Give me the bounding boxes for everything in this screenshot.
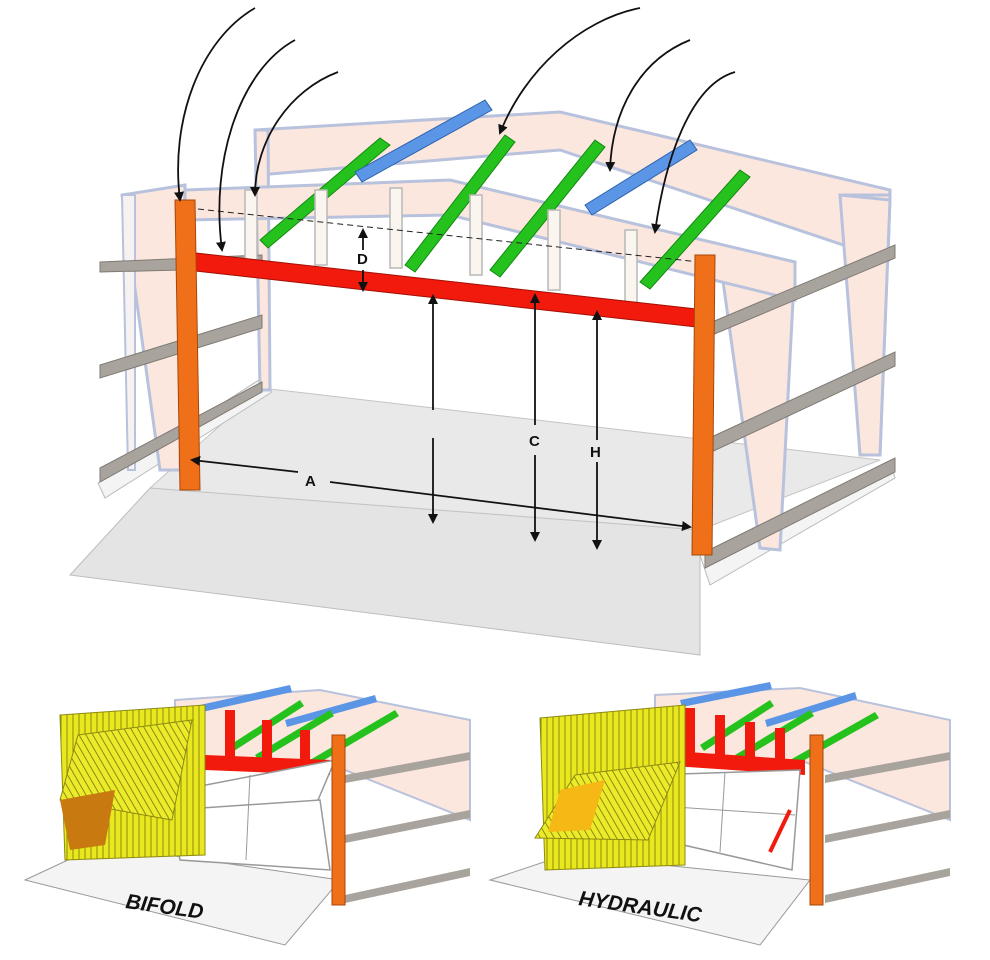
blue-purlins: [354, 99, 698, 216]
hydraulic-right-girt-1: [825, 752, 950, 783]
label-a: A: [305, 473, 316, 490]
door-column-left: [174, 199, 201, 491]
header-posts: [244, 187, 638, 306]
bifold-right-girt-3: [345, 868, 470, 903]
label-c: C: [529, 433, 540, 450]
bifold-door-mullion: [245, 774, 251, 861]
label-h: H: [590, 444, 601, 461]
hydraulic-right-girt-3: [825, 868, 950, 903]
door-column-right: [691, 254, 716, 556]
hydraulic-ram: [768, 809, 792, 853]
bifold-right-girt-2: [345, 810, 470, 843]
hydraulic-right-girt-2: [825, 810, 950, 843]
hydraulic-door-panel-orange: [548, 780, 605, 832]
hydraulic-vignette: HYDRAULIC: [488, 682, 951, 946]
hydraulic-door-mullion: [719, 771, 726, 853]
dim-a: [190, 455, 692, 531]
hydraulic-column-right: [809, 734, 824, 906]
bifold-column-right: [331, 734, 346, 906]
bifold-door-panel-orange: [60, 790, 115, 850]
label-d: D: [357, 251, 368, 268]
bifold-vignette: BIFOLD: [23, 685, 471, 946]
right-girts: [704, 244, 896, 569]
main-diagram: D C H A: [68, 7, 896, 656]
reference-line: [187, 207, 701, 263]
bifold-right-girts: [345, 752, 470, 783]
callout-arrows: [174, 7, 736, 252]
